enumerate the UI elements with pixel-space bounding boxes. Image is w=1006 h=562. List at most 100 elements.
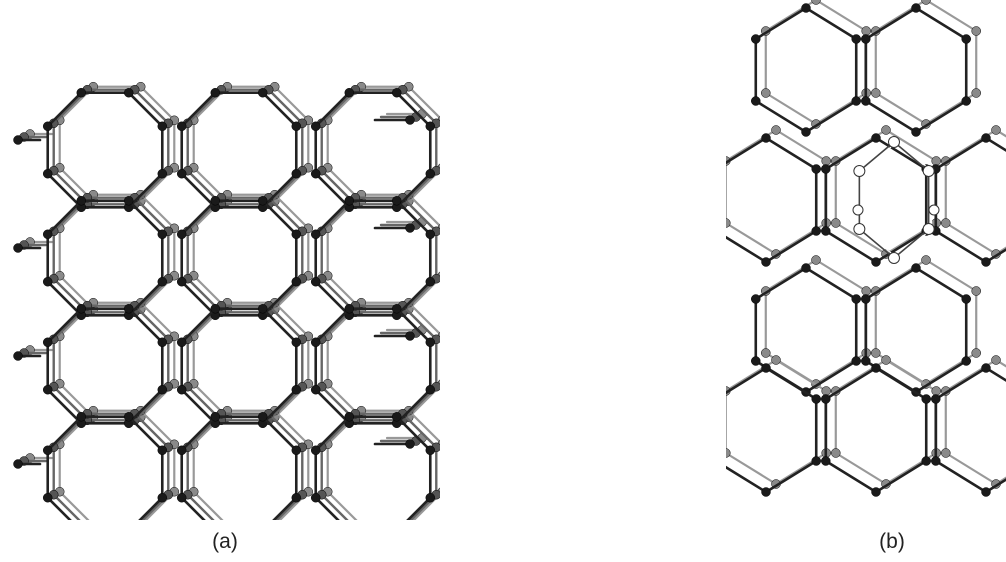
ring-atom [210,303,221,314]
cage-bond [944,221,998,256]
edge-atom [405,439,415,449]
ring-bond [127,307,164,344]
cage-atom [911,263,921,273]
cage-atom [921,394,931,404]
cage-bond [726,451,778,486]
edge-atom [405,331,415,341]
ring-atom [42,492,53,503]
ring-bond [407,193,440,228]
cage-atom [761,133,771,143]
ring-bond [127,415,164,452]
cage-bond [774,358,828,393]
ring-bond [180,415,217,452]
cage-bond [984,248,1006,264]
edge-atom [405,115,415,125]
ring-bond [314,496,340,520]
cage-atom [726,448,731,458]
ring-bond [133,304,170,341]
cage-atom [871,487,881,497]
cage-atom [991,125,1001,135]
ring-atom [76,303,87,314]
ring-bond [46,415,83,452]
ring-bond [261,388,298,425]
ring-bond [46,307,83,344]
ring-bond [180,199,217,236]
ring-bond [261,199,298,236]
cage-atom [821,386,831,396]
ring-atom [176,276,187,287]
ring-bond [180,172,217,209]
ring-bond [180,496,206,520]
cage-bond [874,136,928,171]
cage-bond [804,99,858,134]
ring-bond [401,196,438,233]
ring-atom [425,492,436,503]
ring-atom [291,121,302,132]
cage-bond [764,459,818,494]
ring-atom [76,87,87,98]
cage-atom [931,386,941,396]
ring-bond [401,412,438,449]
cage-atom [991,355,1001,365]
ring-bond [138,496,164,520]
ring-atom [425,229,436,240]
cage-bond [884,128,938,163]
cage-atom [851,34,861,44]
cage-bond [824,229,878,264]
cage-atom [871,363,881,373]
cage-bond [994,476,1006,486]
cage-bond [764,366,818,401]
cage-atom [831,218,841,228]
ring-atom [391,87,402,98]
ring-bond [261,91,298,128]
edge-atom [405,223,415,233]
edge-atom [13,459,23,469]
ring-bond [407,85,440,120]
ring-atom [157,445,168,456]
ring-bond [46,172,83,209]
ring-atom [157,492,168,503]
ring-bond [314,172,351,209]
ring-bond [180,388,217,425]
ring-atom [210,411,221,422]
ring-bond [314,307,351,344]
ring-bond [127,91,164,128]
ring-bond [139,409,176,446]
framework-diagram-a [13,81,440,520]
cage-atom [971,286,981,296]
cage-bond [858,228,895,259]
ring-atom [257,411,268,422]
ring-atom [123,87,134,98]
ring-atom [123,303,134,314]
ring-atom [123,411,134,422]
ring-atom [257,303,268,314]
cage-bond [994,246,1006,256]
ring-atom [425,384,436,395]
cage-atom [931,394,941,404]
ring-atom [291,229,302,240]
cage-atom [851,96,861,106]
ring-bond [139,85,176,122]
ring-bond [139,301,176,338]
edge-atom [13,243,23,253]
edge-atom [13,351,23,361]
ring-atom [344,411,355,422]
cage-bond [726,366,768,395]
ring-atom [344,303,355,314]
ring-bond [326,490,358,520]
ring-atom [42,384,53,395]
ring-atom [291,337,302,348]
ring-atom [310,337,321,348]
cage-atom [961,96,971,106]
ring-bond [52,493,81,520]
cage-atom [941,448,951,458]
cage-atom [981,133,991,143]
cage-bond [924,258,978,293]
ring-bond [395,199,432,236]
ring-atom [42,337,53,348]
cage-atom [801,3,811,13]
cage-bond [934,459,988,494]
cage-bond [814,258,868,293]
ring-atom [210,195,221,206]
cage-atom [931,156,941,166]
